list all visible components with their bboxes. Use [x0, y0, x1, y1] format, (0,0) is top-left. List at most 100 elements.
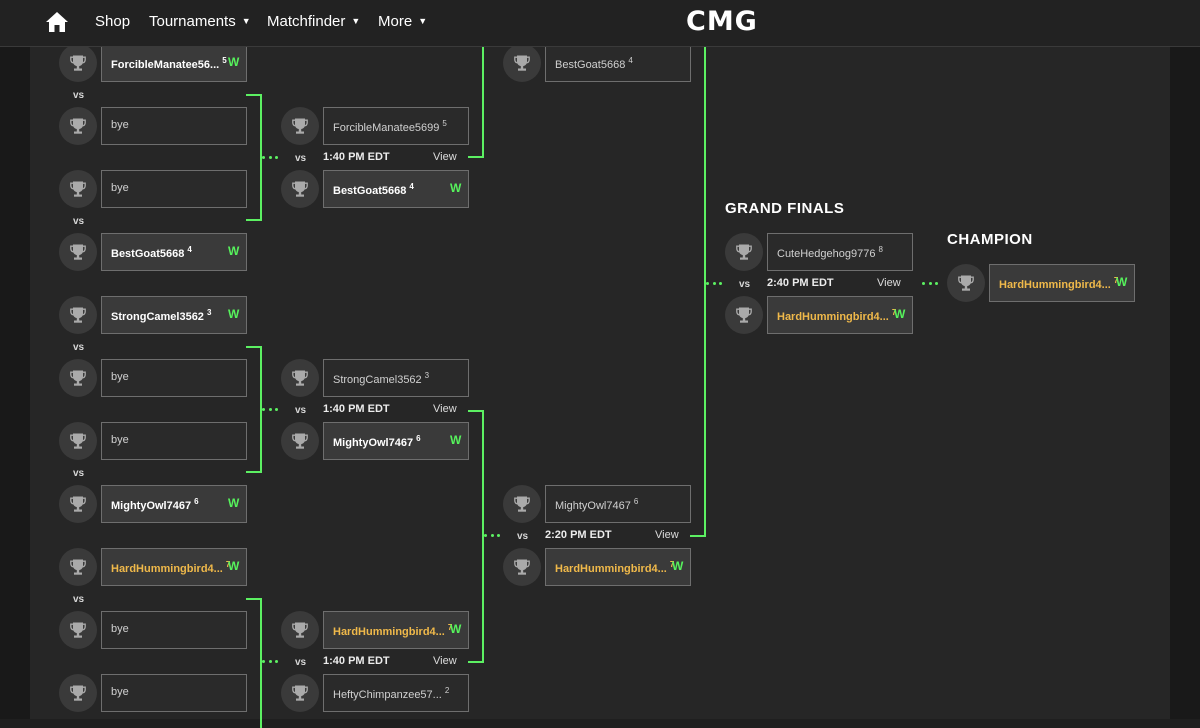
bracket-connector-line [246, 346, 262, 473]
team-name: bye [111, 182, 129, 194]
trophy-icon [59, 170, 97, 208]
bracket-connector-line [246, 598, 262, 728]
team-slot[interactable]: bye [101, 107, 247, 145]
bracket-connector-line [246, 94, 262, 221]
team-slot[interactable]: bye [101, 422, 247, 460]
trophy-icon [59, 485, 97, 523]
site-logo[interactable]: CMG [686, 6, 758, 37]
view-match-link[interactable]: View [655, 529, 679, 541]
trophy-icon [725, 296, 763, 334]
nav-more-menu[interactable]: More▼ [378, 13, 427, 30]
team-name-text: MightyOwl7467 [333, 437, 414, 449]
team-slot[interactable]: bye [101, 170, 247, 208]
page-margin-left [0, 47, 30, 719]
seed-number: 2 [444, 686, 450, 695]
match-time: 2:40 PM EDT [767, 277, 834, 289]
trophy-icon [59, 107, 97, 145]
trophy-icon [281, 170, 319, 208]
team-name: HardHummingbird4...7 [555, 560, 674, 575]
win-indicator: W [450, 433, 462, 447]
view-match-link[interactable]: View [433, 655, 457, 667]
seed-number: 7 [669, 560, 675, 569]
team-name: bye [111, 371, 129, 383]
seed-number: 5 [222, 56, 227, 65]
view-match-link[interactable]: View [433, 151, 457, 163]
seed-number: 3 [424, 371, 430, 380]
win-indicator: W [228, 559, 240, 573]
win-indicator: W [450, 622, 462, 636]
trophy-icon [59, 548, 97, 586]
team-name-text: HardHummingbird4... [111, 563, 223, 575]
home-icon[interactable] [45, 11, 69, 33]
match-time: 1:40 PM EDT [323, 655, 390, 667]
team-name-text: bye [111, 182, 129, 194]
seed-number: 6 [416, 434, 421, 443]
trophy-icon [947, 264, 985, 302]
trophy-icon [59, 233, 97, 271]
match-time: 1:40 PM EDT [323, 151, 390, 163]
seed-number: 8 [878, 245, 883, 254]
nav-more-label: More [378, 13, 413, 30]
win-indicator: W [1116, 275, 1128, 289]
nav-tournaments-menu[interactable]: Tournaments▼ [149, 13, 251, 30]
bracket-connector-line [468, 410, 484, 663]
team-name-text: bye [111, 623, 129, 635]
vs-label: vs [295, 405, 307, 416]
team-name-text: bye [111, 371, 129, 383]
team-name-text: BestGoat5668 [333, 185, 407, 197]
team-name-text: BestGoat5668 [555, 59, 626, 71]
seed-number: 7 [891, 308, 897, 317]
trophy-icon [725, 233, 763, 271]
win-indicator: W [894, 307, 906, 321]
view-match-link[interactable]: View [433, 403, 457, 415]
vs-label: vs [73, 90, 85, 101]
team-name: bye [111, 434, 129, 446]
team-name-text: CuteHedgehog9776 [777, 248, 876, 260]
view-match-link[interactable]: View [877, 277, 901, 289]
seed-number: 4 [187, 245, 192, 254]
trophy-icon [281, 674, 319, 712]
win-indicator: W [228, 55, 240, 69]
trophy-icon [281, 107, 319, 145]
team-slot[interactable]: bye [101, 359, 247, 397]
team-name-text: HardHummingbird4... [333, 626, 445, 638]
team-slot[interactable]: HeftyChimpanzee57...2 [323, 674, 469, 712]
trophy-icon [59, 296, 97, 334]
top-navbar: Shop Tournaments▼ Matchfinder▼ More▼ CMG [0, 0, 1200, 47]
seed-number: 6 [194, 497, 199, 506]
team-name: ForcibleManatee56...5 [111, 56, 227, 71]
seed-number: 7 [1113, 276, 1119, 285]
nav-matchfinder-menu[interactable]: Matchfinder▼ [267, 13, 360, 30]
team-name-text: MightyOwl7467 [555, 500, 631, 512]
team-name-text: BestGoat5668 [111, 248, 185, 260]
team-slot[interactable]: bye [101, 674, 247, 712]
vs-label: vs [73, 342, 85, 353]
team-name-text: StrongCamel3562 [333, 374, 422, 386]
team-slot[interactable]: bye [101, 611, 247, 649]
nav-shop-link[interactable]: Shop [95, 13, 131, 30]
team-name-text: HardHummingbird4... [777, 311, 889, 323]
trophy-icon [503, 548, 541, 586]
